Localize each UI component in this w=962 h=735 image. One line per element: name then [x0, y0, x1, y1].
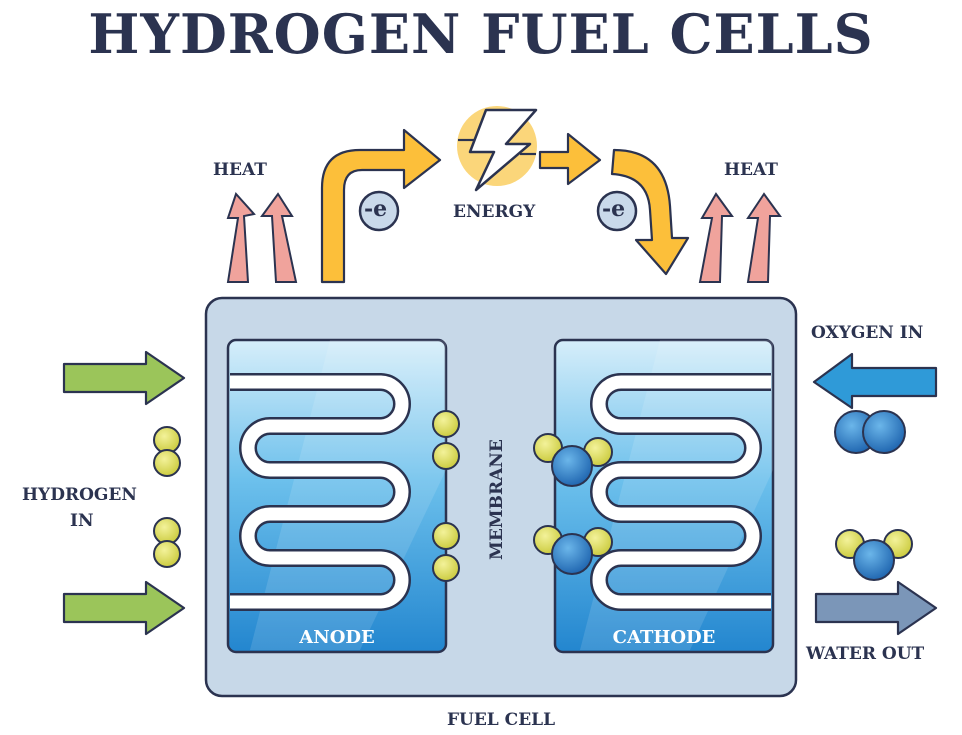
- water-molecules-cathode: [533, 433, 613, 575]
- water-out-label: WATER OUT: [806, 644, 925, 664]
- heat-arrows-left: [226, 192, 298, 283]
- electron-label-left: -e: [364, 196, 388, 222]
- heat-arrows-right: [698, 192, 782, 283]
- anode-label: ANODE: [299, 627, 375, 648]
- electron-badge-right: [596, 190, 638, 232]
- energy-label: ENERGY: [453, 202, 536, 222]
- heat-label-left: HEAT: [213, 160, 267, 180]
- heat-label-right: HEAT: [724, 160, 778, 180]
- hydrogen-in-label-line1: HYDROGEN: [22, 485, 137, 505]
- oxygen-molecule: [834, 410, 906, 454]
- hydrogen-molecules-anode: [432, 410, 460, 582]
- fuel-cell-label: FUEL CELL: [446, 710, 556, 730]
- hydrogen-in-label-line2: IN: [70, 511, 94, 531]
- electron-badge-left: [358, 190, 400, 232]
- cathode-electrode: [553, 338, 775, 654]
- electron-label-right: -e: [602, 196, 626, 222]
- membrane-label: MEMBRANE: [487, 439, 507, 560]
- oxygen-in-arrow: [812, 352, 938, 410]
- cathode-label: CATHODE: [612, 627, 716, 648]
- water-molecule-outflow: [835, 529, 913, 581]
- energy-arrows: [320, 128, 690, 284]
- water-out-arrow: [814, 580, 938, 636]
- oxygen-in-label: OXYGEN IN: [811, 323, 924, 343]
- hydrogen-molecules-inflow: [153, 426, 181, 568]
- page-title: HYDROGEN FUEL CELLS: [88, 2, 874, 66]
- hydrogen-in-arrows: [62, 350, 186, 636]
- energy-icon: [457, 106, 538, 192]
- anode-electrode: [226, 338, 448, 654]
